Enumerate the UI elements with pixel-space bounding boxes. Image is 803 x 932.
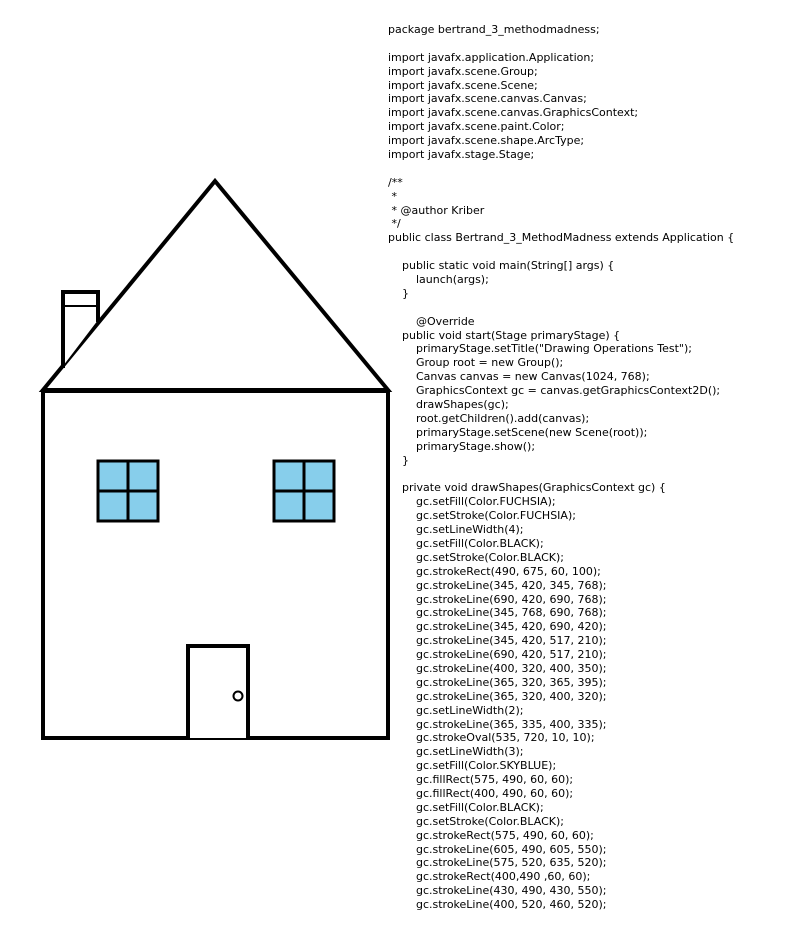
roof xyxy=(38,177,393,392)
code-line: gc.strokeLine(690, 420, 517, 210); xyxy=(388,648,607,662)
code-line: public class Bertrand_3_MethodMadness ex… xyxy=(388,231,735,245)
right-window xyxy=(272,459,336,523)
code-line: gc.strokeLine(430, 490, 430, 550); xyxy=(388,884,607,898)
code-line: gc.strokeLine(345, 768, 690, 768); xyxy=(388,606,607,620)
code-line: public void start(Stage primaryStage) { xyxy=(388,328,621,342)
code-line xyxy=(388,37,800,51)
code-line: import javafx.scene.Scene; xyxy=(388,78,538,92)
code-line: import javafx.application.Application; xyxy=(388,50,595,64)
code-line: import javafx.scene.paint.Color; xyxy=(388,120,565,134)
code-line: } xyxy=(388,286,409,300)
code-line: gc.setStroke(Color.BLACK); xyxy=(388,814,565,828)
code-line: gc.setFill(Color.BLACK); xyxy=(388,536,544,550)
code-line: gc.fillRect(400, 490, 60, 60); xyxy=(388,786,574,800)
code-line: gc.strokeLine(575, 520, 635, 520); xyxy=(388,856,607,870)
code-line: gc.strokeRect(490, 675, 60, 100); xyxy=(388,564,601,578)
code-line: import javafx.scene.shape.ArcType; xyxy=(388,134,585,148)
code-line: root.getChildren().add(canvas); xyxy=(388,411,590,425)
code-line: import javafx.scene.canvas.GraphicsConte… xyxy=(388,106,639,120)
code-line: gc.strokeLine(400, 320, 400, 350); xyxy=(388,661,607,675)
code-line: * xyxy=(388,189,397,203)
code-line xyxy=(388,245,800,259)
code-line: package bertrand_3_methodmadness; xyxy=(388,23,600,36)
door xyxy=(186,644,250,740)
code-line: */ xyxy=(388,217,401,231)
code-line: public static void main(String[] args) { xyxy=(388,259,615,273)
code-line xyxy=(388,468,800,482)
code-line: } xyxy=(388,453,409,467)
code-line xyxy=(388,162,800,176)
code-line: primaryStage.setScene(new Scene(root)); xyxy=(388,425,648,439)
code-line: gc.setFill(Color.BLACK); xyxy=(388,800,544,814)
code-line: gc.strokeLine(345, 420, 517, 210); xyxy=(388,634,607,648)
code-line: import javafx.stage.Stage; xyxy=(388,148,535,162)
code-line: gc.strokeLine(365, 335, 400, 335); xyxy=(388,717,607,731)
code-line: gc.strokeLine(365, 320, 365, 395); xyxy=(388,675,607,689)
code-line: import javafx.scene.canvas.Canvas; xyxy=(388,92,587,106)
code-line: gc.strokeLine(605, 490, 605, 550); xyxy=(388,842,607,856)
code-line: GraphicsContext gc = canvas.getGraphicsC… xyxy=(388,384,721,398)
code-line: gc.strokeLine(365, 320, 400, 320); xyxy=(388,689,607,703)
code-line: gc.setStroke(Color.BLACK); xyxy=(388,550,565,564)
code-line: primaryStage.show(); xyxy=(388,439,536,453)
code-line: gc.strokeOval(535, 720, 10, 10); xyxy=(388,731,595,745)
code-line xyxy=(388,301,800,315)
code-line: launch(args); xyxy=(388,273,489,287)
left-window xyxy=(96,459,160,523)
code-line: private void drawShapes(GraphicsContext … xyxy=(388,481,666,495)
code-line: gc.setLineWidth(2); xyxy=(388,703,524,717)
door-knob xyxy=(232,690,244,702)
code-line: gc.strokeRect(400,490 ,60, 60); xyxy=(388,870,591,884)
code-line: gc.setLineWidth(4); xyxy=(388,523,524,537)
code-line: /** xyxy=(388,175,403,189)
code-line: gc.strokeLine(400, 520, 460, 520); xyxy=(388,898,607,912)
code-line: Canvas canvas = new Canvas(1024, 768); xyxy=(388,370,650,384)
house xyxy=(38,177,393,740)
code-line: Group root = new Group(); xyxy=(388,356,564,370)
source-code: package bertrand_3_methodmadness; import… xyxy=(388,23,800,912)
code-line: gc.fillRect(575, 490, 60, 60); xyxy=(388,773,574,787)
code-line: gc.strokeLine(690, 420, 690, 768); xyxy=(388,592,607,606)
code-line: gc.strokeRect(575, 490, 60, 60); xyxy=(388,828,594,842)
code-line: @Override xyxy=(388,314,475,328)
code-line: gc.setFill(Color.SKYBLUE); xyxy=(388,759,557,773)
code-line: import javafx.scene.Group; xyxy=(388,64,538,78)
code-line: gc.setStroke(Color.FUCHSIA); xyxy=(388,509,576,523)
code-line: drawShapes(gc); xyxy=(388,398,509,412)
code-line: gc.setFill(Color.FUCHSIA); xyxy=(388,495,556,509)
code-line: primaryStage.setTitle("Drawing Operation… xyxy=(388,342,692,356)
code-line: * @author Kriber xyxy=(388,203,485,217)
code-line: gc.strokeLine(345, 420, 690, 420); xyxy=(388,620,607,634)
code-line: gc.strokeLine(345, 420, 345, 768); xyxy=(388,578,607,592)
code-line: gc.setLineWidth(3); xyxy=(388,745,524,759)
